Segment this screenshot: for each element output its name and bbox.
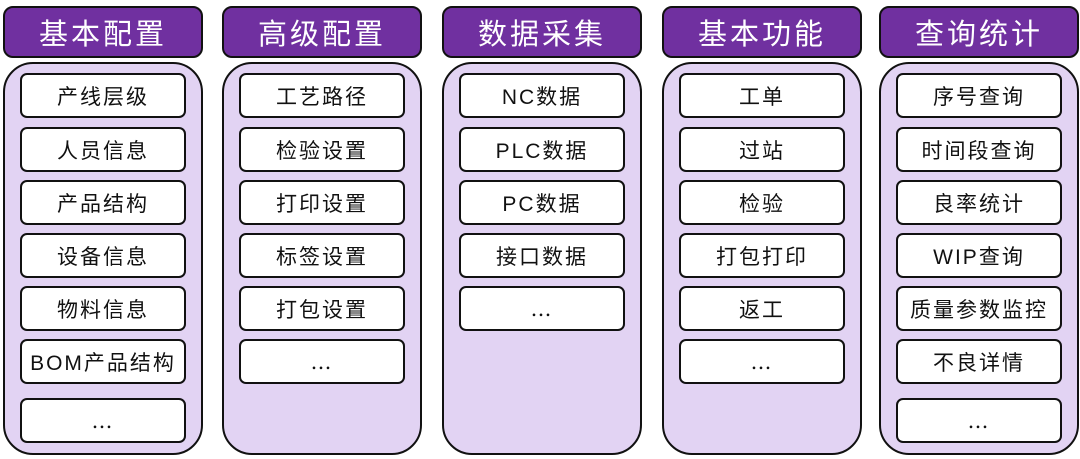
- module-item: 接口数据: [459, 233, 625, 278]
- module-item: 不良详情: [896, 339, 1062, 384]
- module-item: 良率统计: [896, 180, 1062, 225]
- module-item: 工单: [679, 73, 845, 118]
- column-header: 查询统计: [879, 6, 1079, 58]
- module-item: 产线层级: [20, 73, 186, 118]
- module-item: 标签设置: [239, 233, 405, 278]
- module-item: NC数据: [459, 73, 625, 118]
- column-1: 基本配置产线层级人员信息产品结构设备信息物料信息 BOM产品结构 …: [3, 0, 203, 459]
- module-item: …: [459, 286, 625, 331]
- module-item: …: [896, 398, 1062, 443]
- module-item: PLC数据: [459, 127, 625, 172]
- module-item: 设备信息: [20, 233, 186, 278]
- column-header: 基本功能: [662, 6, 862, 58]
- module-item: …: [679, 339, 845, 384]
- module-item: 返工: [679, 286, 845, 331]
- module-item: WIP查询: [896, 233, 1062, 278]
- column-4: 基本功能工单过站检验打包打印返工 …: [662, 0, 862, 459]
- column-5: 查询统计序号查询时间段查询良率统计 WIP查询质量参数监控不良详情 …: [879, 0, 1079, 459]
- module-item: 人员信息: [20, 127, 186, 172]
- module-item: 质量参数监控: [896, 286, 1062, 331]
- module-item: 打印设置: [239, 180, 405, 225]
- column-header: 基本配置: [3, 6, 203, 58]
- module-item: 序号查询: [896, 73, 1062, 118]
- module-item: 时间段查询: [896, 127, 1062, 172]
- module-item: BOM产品结构: [20, 339, 186, 384]
- module-item: 检验: [679, 180, 845, 225]
- module-item: …: [20, 398, 186, 443]
- module-item: 过站: [679, 127, 845, 172]
- column-header: 数据采集: [442, 6, 642, 58]
- module-item: 产品结构: [20, 180, 186, 225]
- column-header: 高级配置: [222, 6, 422, 58]
- module-item: 打包打印: [679, 233, 845, 278]
- column-3: 数据采集 NC数据 PLC数据 PC数据接口数据 …: [442, 0, 642, 459]
- module-item: PC数据: [459, 180, 625, 225]
- module-item: 物料信息: [20, 286, 186, 331]
- module-item: 打包设置: [239, 286, 405, 331]
- module-item: 工艺路径: [239, 73, 405, 118]
- module-item: 检验设置: [239, 127, 405, 172]
- column-2: 高级配置工艺路径检验设置打印设置标签设置打包设置 …: [222, 0, 422, 459]
- module-item: …: [239, 339, 405, 384]
